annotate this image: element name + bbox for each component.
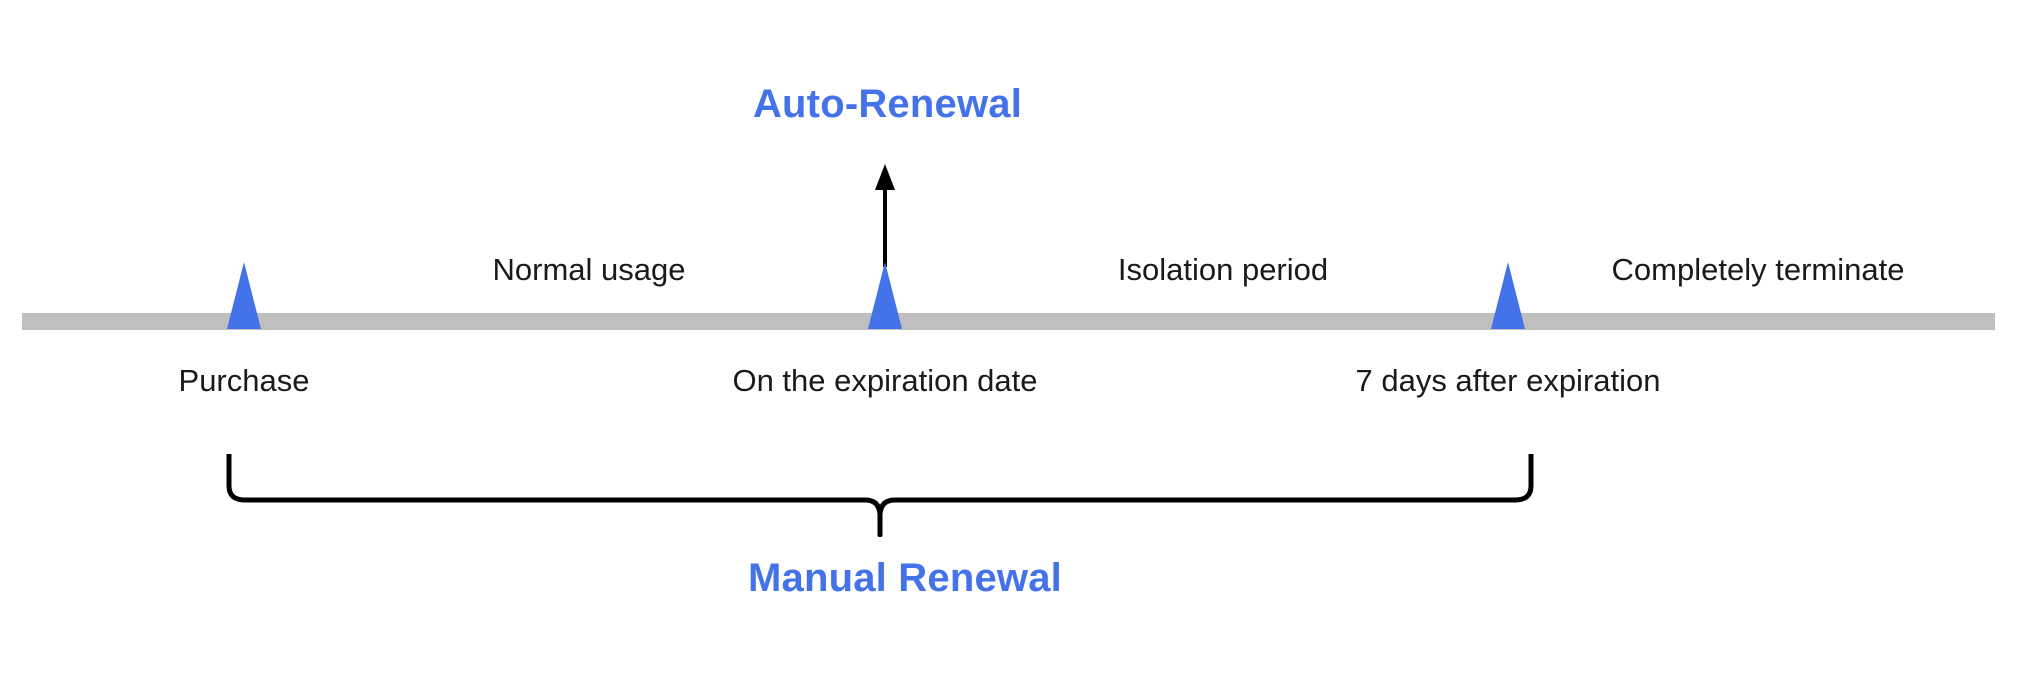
segment-label-completely-terminate: Completely terminate xyxy=(1611,252,1905,287)
auto-renewal-title: Auto-Renewal xyxy=(752,82,1023,126)
up-arrow-icon xyxy=(875,164,895,267)
segment-label-normal-usage: Normal usage xyxy=(492,252,686,287)
triangle-marker-icon-purchase xyxy=(227,262,261,329)
event-label-purchase: Purchase xyxy=(178,363,310,398)
segment-label-isolation-period: Isolation period xyxy=(1117,252,1329,287)
event-label-after-7-days: 7 days after expiration xyxy=(1355,363,1661,398)
curly-brace-icon xyxy=(226,454,1534,537)
triangle-marker-icon-after-7-days xyxy=(1491,262,1525,329)
triangle-marker-icon-expiration xyxy=(868,262,902,329)
manual-renewal-title: Manual Renewal xyxy=(748,556,1062,600)
timeline-bar xyxy=(22,313,1995,330)
event-label-expiration: On the expiration date xyxy=(732,363,1038,398)
